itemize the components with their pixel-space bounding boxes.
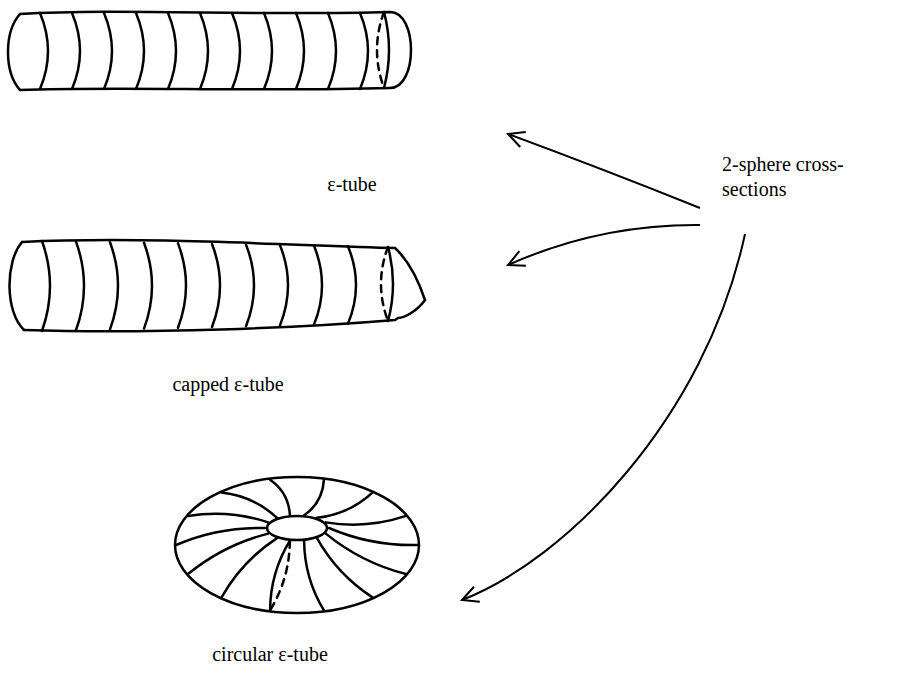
shape-label: capped ε-tube bbox=[172, 372, 283, 397]
pointer-arrow bbox=[508, 134, 700, 208]
cross-section bbox=[212, 244, 220, 327]
tube-end bbox=[8, 14, 20, 90]
cross-section bbox=[388, 247, 393, 321]
capped-tube-outline bbox=[22, 240, 425, 331]
cross-section bbox=[200, 13, 208, 89]
shape-label: ε-tube bbox=[327, 172, 377, 197]
cross-section bbox=[384, 12, 389, 88]
cross-section bbox=[168, 13, 176, 89]
cross-section bbox=[76, 242, 84, 331]
torus-hole bbox=[267, 516, 327, 540]
cross-section bbox=[326, 516, 406, 525]
pointer-arrow bbox=[462, 234, 745, 600]
cross-section bbox=[328, 13, 336, 89]
cross-section bbox=[188, 534, 268, 574]
cross-section bbox=[348, 246, 356, 323]
cross-section bbox=[222, 493, 277, 518]
cross-section bbox=[188, 514, 268, 523]
cross-section bbox=[360, 13, 368, 89]
cross-section bbox=[104, 13, 112, 89]
cross-section bbox=[304, 541, 324, 611]
cross-section bbox=[72, 13, 80, 89]
cross-section bbox=[270, 541, 290, 611]
cross-section bbox=[304, 480, 324, 516]
cross-section bbox=[280, 245, 288, 325]
cross-section bbox=[42, 241, 50, 331]
cross-section bbox=[317, 538, 372, 597]
cross-section bbox=[110, 242, 118, 329]
cross-section bbox=[176, 528, 265, 545]
cross-section bbox=[144, 243, 152, 329]
tube-outline bbox=[20, 12, 411, 90]
pointer-arrow bbox=[508, 225, 700, 265]
cross-section-back bbox=[381, 247, 388, 321]
pointer-label: 2-sphere cross-sections bbox=[722, 152, 852, 202]
cross-section bbox=[270, 480, 290, 516]
cross-section bbox=[178, 243, 186, 327]
cross-section bbox=[264, 13, 272, 89]
cross-section bbox=[314, 246, 322, 325]
cross-section bbox=[136, 13, 144, 89]
torus-outer bbox=[175, 477, 419, 613]
cross-section-back bbox=[377, 12, 384, 88]
cross-section bbox=[246, 245, 254, 327]
shape-label: circular ε-tube bbox=[212, 642, 328, 667]
cross-section bbox=[232, 13, 240, 89]
cross-section bbox=[329, 528, 418, 545]
capped-tube-end bbox=[9, 242, 24, 330]
cross-section bbox=[296, 13, 304, 89]
cross-section bbox=[40, 13, 48, 89]
cross-section bbox=[317, 493, 372, 518]
cross-section-back bbox=[270, 541, 290, 611]
